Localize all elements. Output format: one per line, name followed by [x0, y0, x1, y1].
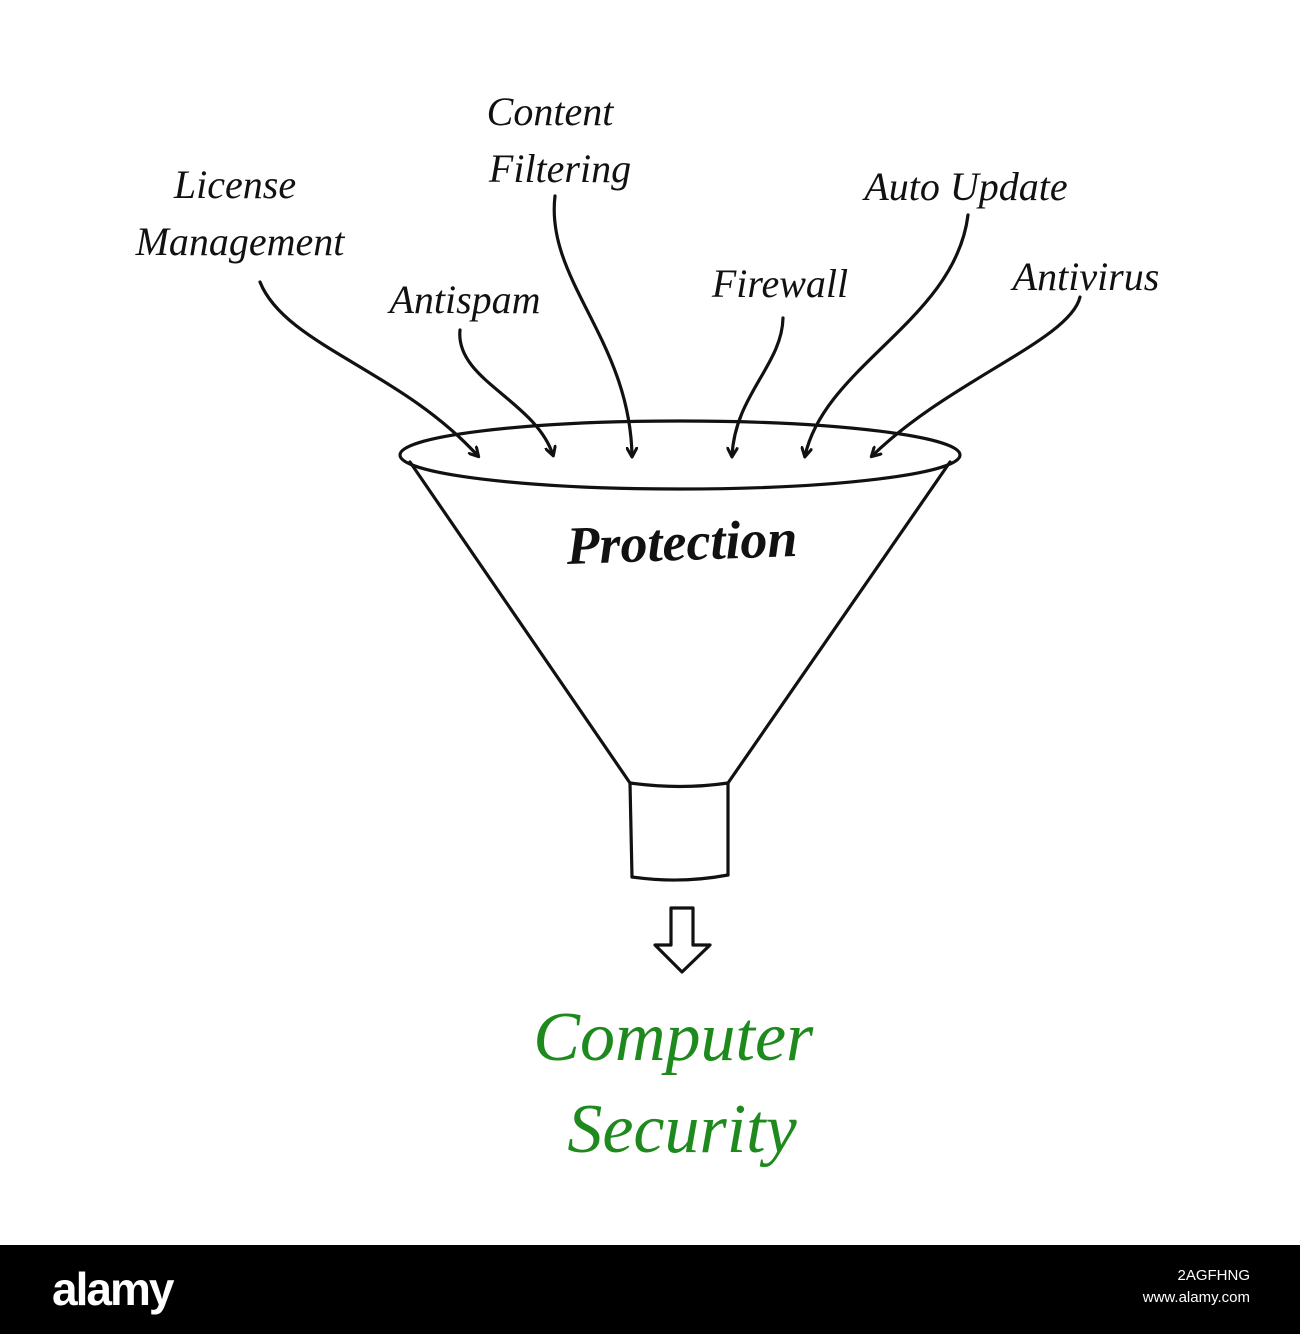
- down-arrow-icon: [653, 906, 712, 974]
- input-label-content-filtering: Content Filtering: [487, 89, 631, 191]
- funnel-spout-left: [628, 781, 634, 879]
- funnel-left-side: [408, 460, 632, 785]
- site-url: www.alamy.com: [1142, 1289, 1250, 1306]
- input-label-license-management: License Management: [135, 162, 346, 264]
- funnel-spout-bottom: [630, 873, 730, 882]
- input-label-antivirus: Antivirus: [1010, 254, 1160, 299]
- funnel: [398, 419, 962, 882]
- arrow-content-filtering: [552, 194, 632, 456]
- arrow-antispam: [458, 328, 553, 455]
- stock-footer-bar: alamy 2AGFHNG www.alamy.com: [0, 1245, 1300, 1334]
- image-id: 2AGFHNG: [1177, 1267, 1250, 1284]
- arrow-firewall: [732, 316, 785, 456]
- arrow-antivirus: [872, 295, 1082, 456]
- alamy-logo: alamy: [52, 1263, 174, 1315]
- input-label-antispam: Antispam: [386, 277, 540, 322]
- input-label-auto-update: Auto Update: [861, 164, 1067, 209]
- image-credit: 2AGFHNG www.alamy.com: [1143, 1265, 1250, 1309]
- funnel-diagram: License Management Antispam Content Filt…: [134, 89, 1160, 1168]
- input-label-firewall: Firewall: [711, 261, 848, 306]
- arrow-license-management: [258, 280, 478, 456]
- funnel-center-label: Protection: [564, 508, 798, 576]
- funnel-rim: [398, 419, 962, 491]
- result-label: Computer Security: [533, 999, 831, 1168]
- funnel-right-side: [726, 460, 952, 785]
- arrow-auto-update: [805, 213, 970, 456]
- funnel-neck-top: [628, 781, 730, 789]
